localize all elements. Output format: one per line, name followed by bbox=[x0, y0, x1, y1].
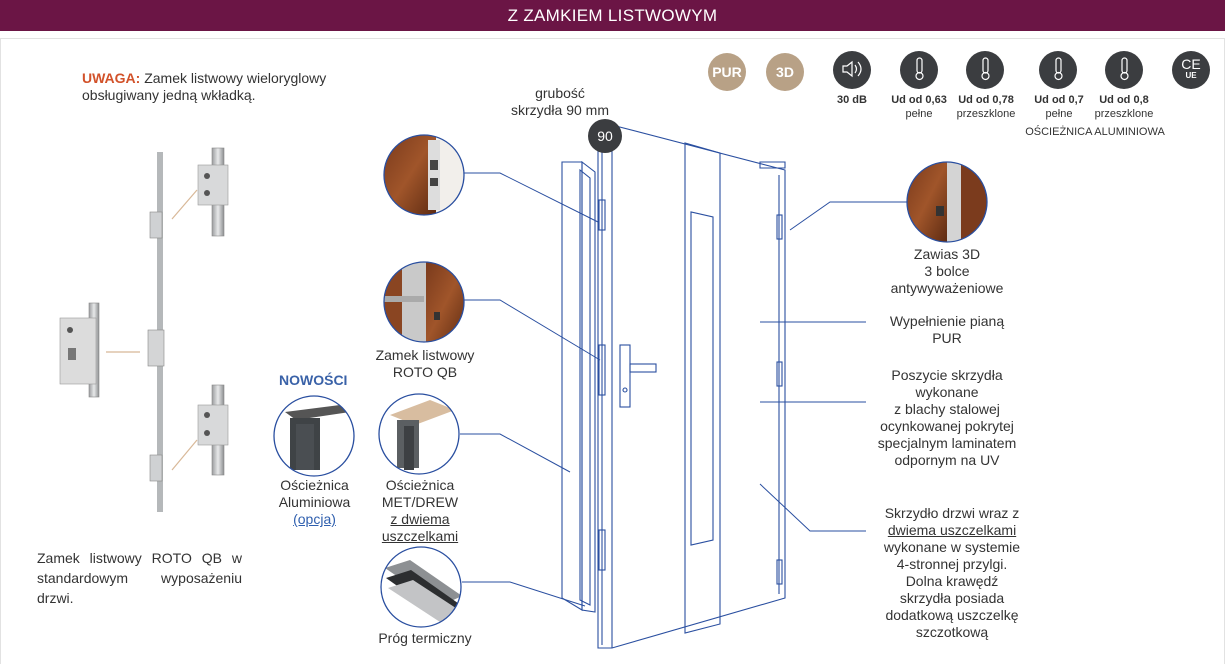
handle-detail-photo bbox=[383, 261, 465, 343]
thermal-badge bbox=[966, 51, 1004, 89]
lock-caption: Zamek listwowy ROTO QB w standardowym wy… bbox=[37, 550, 242, 606]
lock-detail-photo bbox=[383, 134, 465, 216]
warning-note: UWAGA: Zamek listwowy wieloryglowy obsłu… bbox=[82, 70, 382, 104]
aluminium-frame-note: OŚCIEŻNICA ALUMINIOWA bbox=[1025, 126, 1165, 138]
ce-mark: CE bbox=[1181, 56, 1201, 72]
door-drawing bbox=[561, 124, 786, 649]
sound-badge bbox=[833, 51, 871, 89]
thermal-badge bbox=[1105, 51, 1143, 89]
threshold-photo bbox=[380, 546, 462, 628]
nowosci-label: NOWOŚCI bbox=[279, 372, 348, 388]
thermometer-icon bbox=[915, 58, 1129, 81]
header-title: Z ZAMKIEM LISTWOWYM bbox=[0, 0, 1225, 31]
pur-badge: PUR bbox=[708, 53, 746, 91]
warning-label: UWAGA: bbox=[82, 70, 141, 86]
divider bbox=[0, 38, 1225, 39]
option-link[interactable]: (opcja) bbox=[293, 511, 336, 527]
thickness-badge: 90 bbox=[588, 119, 622, 153]
hinge-detail-photo bbox=[906, 161, 988, 243]
warning-text: Zamek listwowy wieloryglowy obsługiwany … bbox=[82, 70, 327, 103]
3d-badge: 3D bbox=[766, 53, 804, 91]
callout-lines bbox=[460, 172, 908, 607]
sound-label: 30 dB bbox=[837, 94, 867, 106]
thermal-badge bbox=[900, 51, 938, 89]
aluminium-frame-photo bbox=[273, 395, 355, 477]
met-drew-frame-photo bbox=[378, 393, 460, 475]
ce-badge: CE UE bbox=[1172, 51, 1210, 89]
threshold-callout: Próg termiczny bbox=[378, 630, 472, 646]
divider bbox=[0, 38, 1, 664]
thermal-badge bbox=[1039, 51, 1077, 89]
multipoint-lock-illustration bbox=[59, 147, 229, 512]
ce-sub: UE bbox=[1185, 71, 1197, 80]
